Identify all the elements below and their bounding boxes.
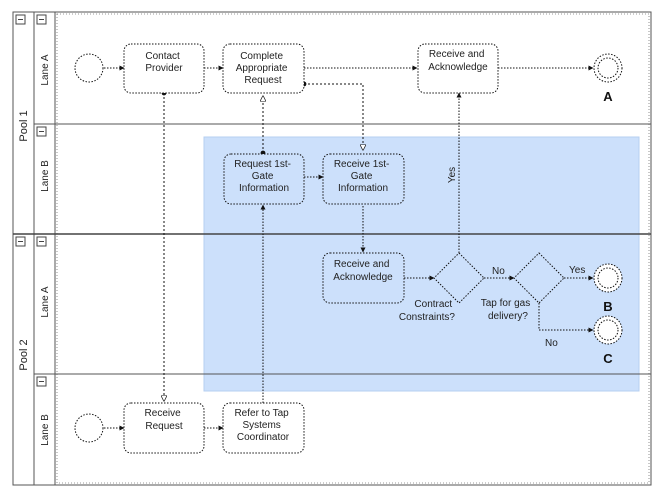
end-event-c[interactable]: [593, 315, 623, 345]
pool1-lane-b-label: Lane B: [40, 160, 51, 192]
pool2-collapse-icon[interactable]: [15, 236, 26, 247]
gateway-tap-label: Tap for gas delivery?: [481, 298, 533, 322]
pool1-label: Pool 1: [18, 110, 30, 141]
svg-text:Complete Appropriate: Complete Appropriate Request: [236, 51, 290, 86]
flow-label-no-tap: No: [545, 338, 558, 349]
flow-label-yes-tap: Yes: [569, 265, 585, 276]
diagram-frame: [12, 11, 652, 486]
end-event-b[interactable]: [593, 263, 623, 293]
gateway-contract-constraints[interactable]: [433, 252, 485, 304]
task-request-gate-info[interactable]: Request 1st- Gate Information: [223, 153, 305, 205]
start-event-pool1[interactable]: [74, 53, 104, 83]
svg-text:Receive 1st- Gate: Receive 1st- Gate Information: [334, 159, 392, 194]
svg-text:Receive and Acknowledge: Receive and Acknowledge: [428, 49, 488, 73]
task-receive-request[interactable]: Receive Request: [123, 402, 205, 454]
pool1-lane-a-label: Lane A: [40, 54, 51, 85]
pool2-label: Pool 2: [18, 339, 30, 370]
end-event-b-label: B: [603, 299, 612, 314]
flow-label-yes-vertical: Yes: [447, 167, 458, 183]
start-event-pool2[interactable]: [74, 413, 104, 443]
pool2-lane-b-label: Lane B: [40, 414, 51, 446]
task-receive-ack-top[interactable]: Receive and Acknowledge: [417, 43, 499, 94]
task-complete-request[interactable]: Complete Appropriate Request: [222, 43, 305, 94]
gateway-contract-label: Contract Constraints?: [399, 299, 456, 323]
flow-tap-no: [538, 303, 594, 333]
end-event-a[interactable]: [593, 53, 623, 83]
task-receive-ack-mid[interactable]: Receive and Acknowledge: [322, 252, 405, 304]
gateway-tap-gas-delivery[interactable]: [513, 252, 565, 304]
pool1-lane-a-collapse-icon[interactable]: [36, 14, 47, 25]
end-event-a-label: A: [603, 89, 613, 104]
pool2-lane-b-collapse-icon[interactable]: [36, 376, 47, 387]
pool1-collapse-icon[interactable]: [15, 14, 26, 25]
task-receive-gate-info[interactable]: Receive 1st- Gate Information: [322, 153, 405, 205]
svg-text:Request 1st- Gate: Request 1st- Gate Information: [234, 159, 293, 194]
end-event-c-label: C: [603, 351, 613, 366]
svg-text:Receive Request: Receive Request: [145, 408, 184, 432]
svg-text:Contact Provider: Contact Provider: [145, 51, 183, 74]
task-contact-provider[interactable]: Contact Provider: [123, 43, 205, 94]
svg-text:Refer to Tap Systems: Refer to Tap Systems Coordinator: [234, 408, 291, 443]
pool1-lane-b-collapse-icon[interactable]: [36, 126, 47, 137]
flow-label-no-contract: No: [492, 266, 505, 277]
task-refer-tap-coordinator[interactable]: Refer to Tap Systems Coordinator: [222, 402, 305, 454]
pool2-lane-a-collapse-icon[interactable]: [36, 236, 47, 247]
svg-text:Receive and Acknowledge: Receive and Acknowledge: [333, 259, 393, 283]
pool2-lane-a-label: Lane A: [40, 286, 51, 317]
